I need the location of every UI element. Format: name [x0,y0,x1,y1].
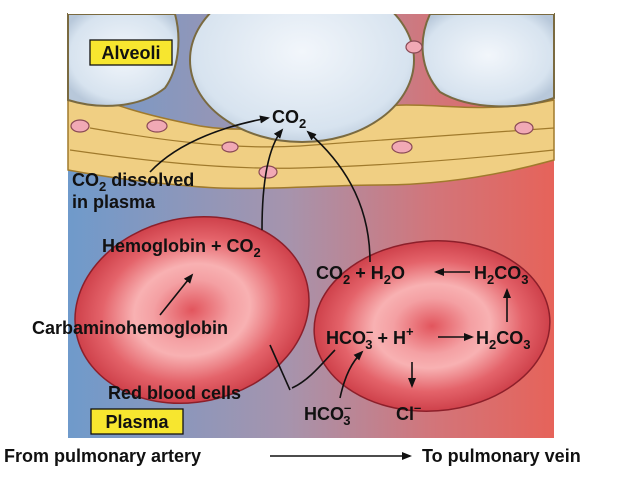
co2-alveolus-label: CO2 [272,107,306,131]
alveoli-label-box [89,39,173,66]
tissue-strand [69,149,555,169]
co2-dissolved-label: CO2 dissolved [72,170,194,194]
red-blood-cells-label: Red blood cells [108,383,241,403]
alveoli-label: Alveoli [101,43,160,63]
leader-rbc-right [291,349,336,389]
chloride-label: Cl– [396,400,421,424]
carbaminohemoglobin-label: Carbaminohemoglobin [32,318,228,338]
co2-h2o-label: CO2 + H2O [316,263,405,287]
to-pulmonary-vein-label: To pulmonary vein [422,446,581,466]
alveolus-right [421,13,555,108]
in-plasma-label: in plasma [72,192,156,212]
leader-rbc-left [269,344,291,391]
tissue-strand [89,127,555,148]
red-blood-cell-left [74,215,310,405]
pathway-arrows [149,115,511,460]
h2co3-bottom-label: H2CO3 [476,328,530,352]
plasma-label: Plasma [105,412,169,432]
hco3-plasma-label: HCO–3 [304,400,351,428]
hemoglobin-co2-label: Hemoglobin + CO2 [102,236,261,260]
plasma-label-box [90,408,184,435]
from-pulmonary-artery-label: From pulmonary artery [4,446,201,466]
h2co3-top-label: H2CO3 [474,263,528,287]
arrow-hco3-in [339,350,364,399]
arrow-carbamino-to-hemoglobin [159,273,194,316]
red-blood-cell-right [313,240,551,412]
arrow-dissolved-to-co2 [149,115,270,173]
cell-nuclei [70,40,534,179]
alveolus-center [189,0,415,143]
hco3-h-label: HCO–3 + H+ [326,324,414,352]
arrow-rbc-co2-to-alveolus [306,130,371,263]
arrow-hemoglobin-to-co2 [261,128,284,231]
top-mask [68,0,554,14]
